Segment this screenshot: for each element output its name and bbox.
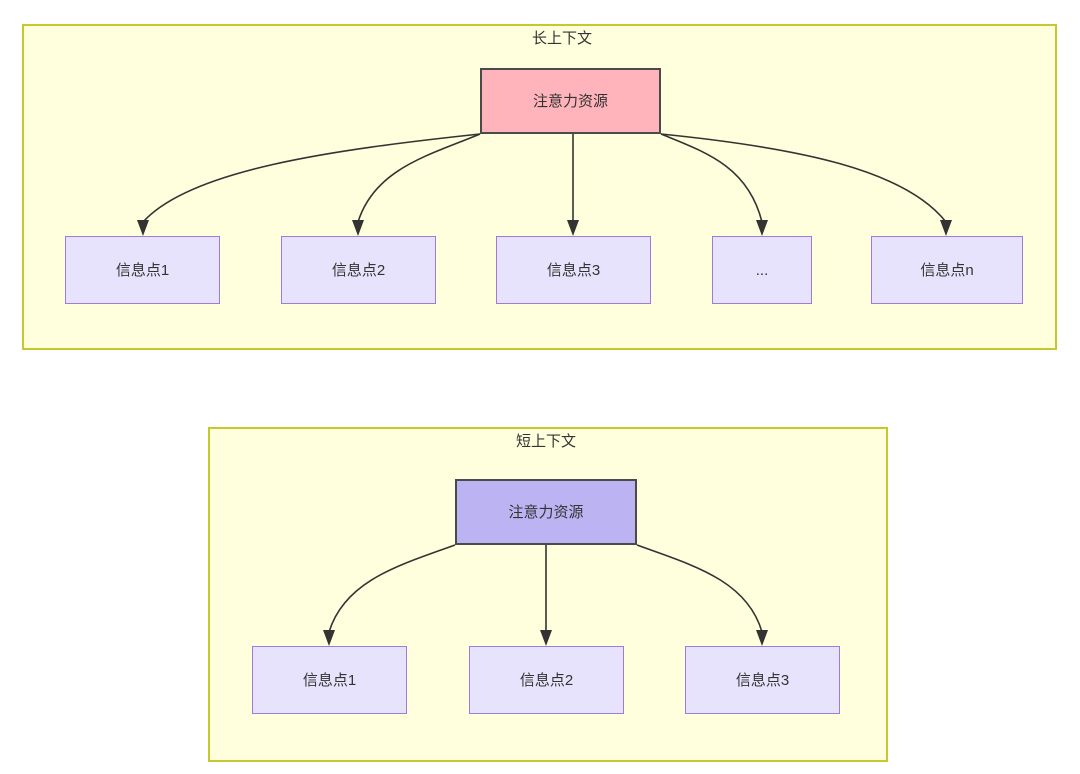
- node-attention-resource-short[interactable]: 注意力资源: [455, 479, 637, 545]
- node-info-point-3-short[interactable]: 信息点3: [685, 646, 840, 714]
- node-info-point-2-short[interactable]: 信息点2: [469, 646, 624, 714]
- node-info-point-n-long[interactable]: 信息点n: [871, 236, 1023, 304]
- panel-long-context-title: 长上下文: [531, 30, 592, 47]
- node-info-point-3-long[interactable]: 信息点3: [496, 236, 651, 304]
- node-info-point-ellipsis-long[interactable]: ...: [712, 236, 812, 304]
- node-attention-resource-long[interactable]: 注意力资源: [480, 68, 661, 134]
- node-info-point-1-short[interactable]: 信息点1: [252, 646, 407, 714]
- node-info-point-1-long[interactable]: 信息点1: [65, 236, 220, 304]
- node-info-point-2-long[interactable]: 信息点2: [281, 236, 436, 304]
- panel-short-context-title: 短上下文: [515, 433, 576, 450]
